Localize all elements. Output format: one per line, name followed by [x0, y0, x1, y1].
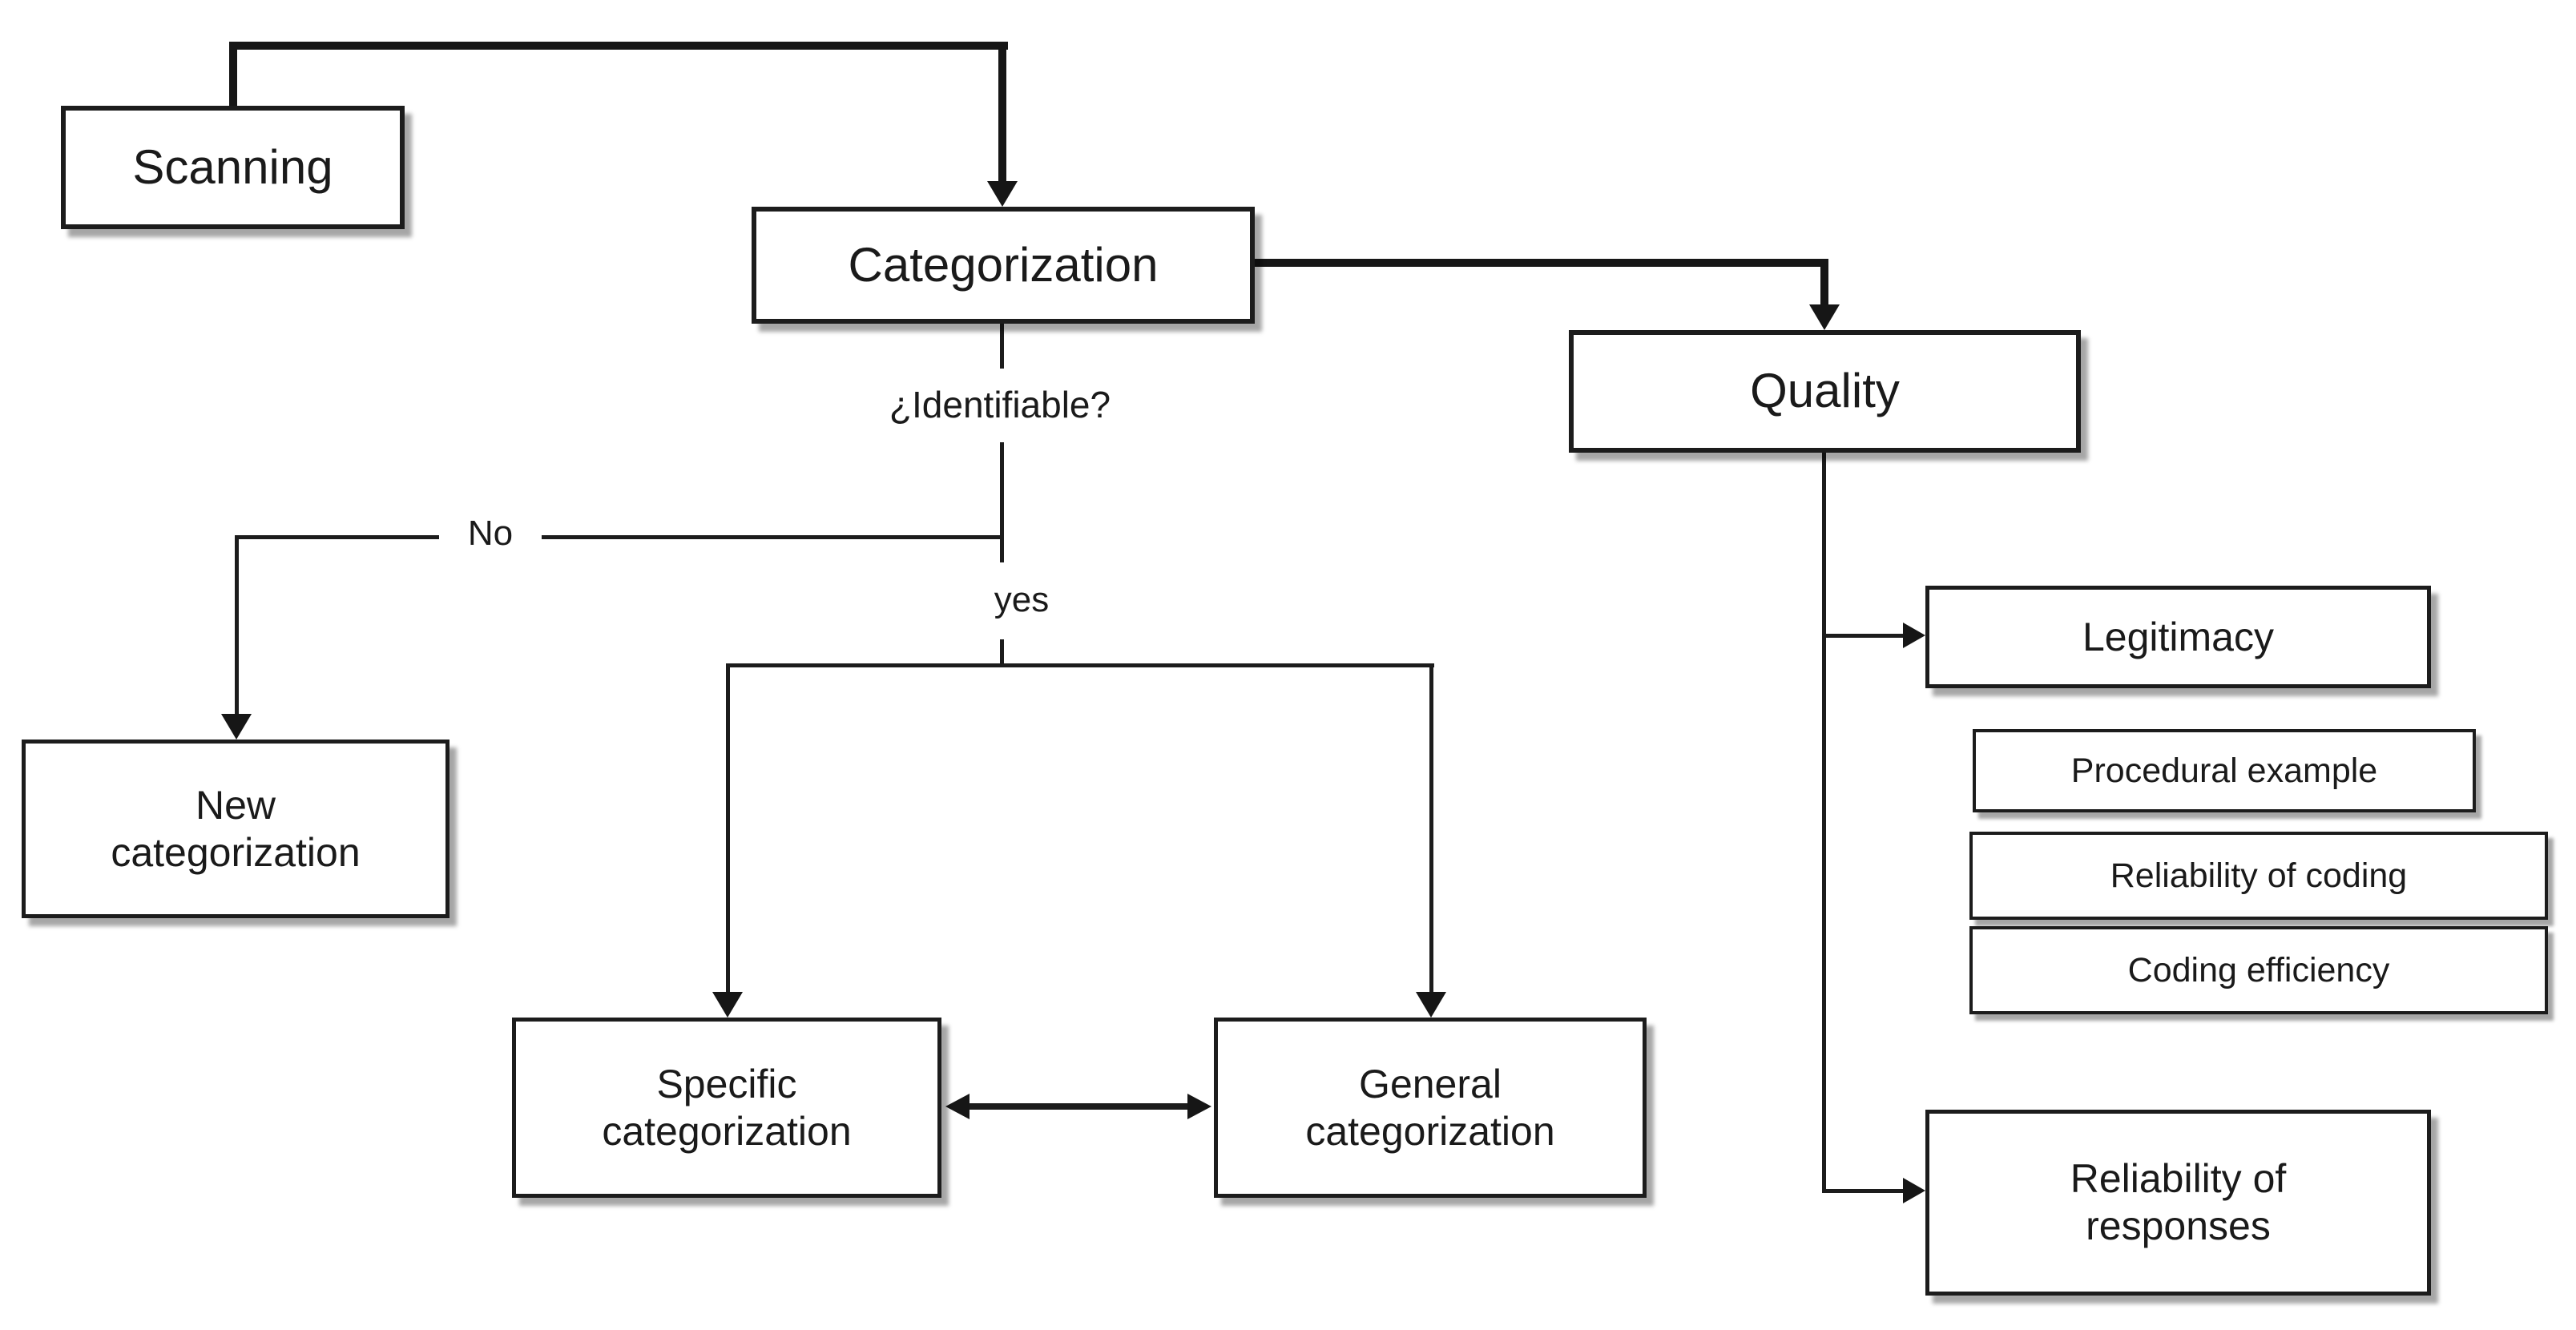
edge-label-no: No: [462, 514, 518, 554]
node-quality: Quality: [1569, 330, 2081, 453]
arrowhead-into-categorization: [987, 181, 1018, 207]
node-scanning-label: Scanning: [132, 139, 333, 194]
node-legitimacy-label: Legitimacy: [2082, 614, 2274, 659]
connector-into-categorization: [998, 42, 1006, 184]
connector-no-right: [542, 535, 1003, 539]
node-quality-label: Quality: [1750, 364, 1900, 418]
connector-categorization-quality: [1255, 259, 1827, 267]
node-procedural-example: Procedural example: [1973, 729, 2476, 812]
connector-scanning-up: [229, 42, 237, 109]
node-reliability-of-coding: Reliability of coding: [1969, 832, 2548, 920]
node-coding-efficiency-label: Coding efficiency: [2127, 950, 2390, 989]
arrowhead-toward-general: [1187, 1094, 1211, 1119]
connector-branch-responses: [1824, 1189, 1905, 1193]
connector-scanning-top: [229, 42, 1008, 50]
node-specific-categorization-label: Specific categorization: [602, 1061, 852, 1154]
node-general-categorization-label: General categorization: [1305, 1061, 1555, 1154]
node-coding-efficiency: Coding efficiency: [1969, 926, 2548, 1014]
node-new-categorization: New categorization: [22, 740, 449, 918]
node-general-categorization: General categorization: [1214, 1018, 1647, 1198]
edge-label-identifiable: ¿Identifiable?: [884, 383, 1116, 426]
arrowhead-into-quality: [1809, 304, 1840, 330]
connector-branch-legitimacy: [1824, 634, 1905, 638]
connector-split-right-down: [1429, 663, 1433, 993]
node-categorization: Categorization: [752, 207, 1255, 324]
connector-yes-down: [1000, 639, 1004, 667]
node-reliability-of-responses: Reliability of responses: [1925, 1110, 2431, 1296]
connector-no-down: [235, 535, 239, 716]
arrowhead-into-legitimacy: [1903, 623, 1925, 648]
node-reliability-of-coding-label: Reliability of coding: [2110, 856, 2408, 895]
node-scanning: Scanning: [61, 106, 405, 229]
node-new-categorization-label: New categorization: [111, 782, 361, 875]
arrowhead-into-new-categorization: [221, 714, 252, 740]
node-specific-categorization: Specific categorization: [512, 1018, 941, 1198]
connector-categorization-stub: [1000, 324, 1004, 369]
node-legitimacy: Legitimacy: [1925, 586, 2431, 688]
connector-specific-general: [966, 1103, 1192, 1110]
arrowhead-into-general: [1416, 992, 1446, 1018]
connector-quality-stem: [1822, 453, 1826, 1193]
node-categorization-label: Categorization: [848, 237, 1159, 292]
node-procedural-example-label: Procedural example: [2070, 751, 2378, 790]
arrowhead-toward-specific: [945, 1094, 970, 1119]
node-reliability-of-responses-label: Reliability of responses: [2070, 1156, 2287, 1248]
connector-identifiable-down: [1000, 442, 1004, 562]
connector-split-horizontal: [726, 663, 1434, 667]
edge-label-yes: yes: [989, 580, 1054, 620]
connector-into-quality: [1820, 259, 1828, 306]
connector-split-left-down: [726, 663, 730, 993]
arrowhead-into-specific: [712, 992, 743, 1018]
connector-no-left: [236, 535, 439, 539]
arrowhead-into-responses: [1903, 1178, 1925, 1203]
